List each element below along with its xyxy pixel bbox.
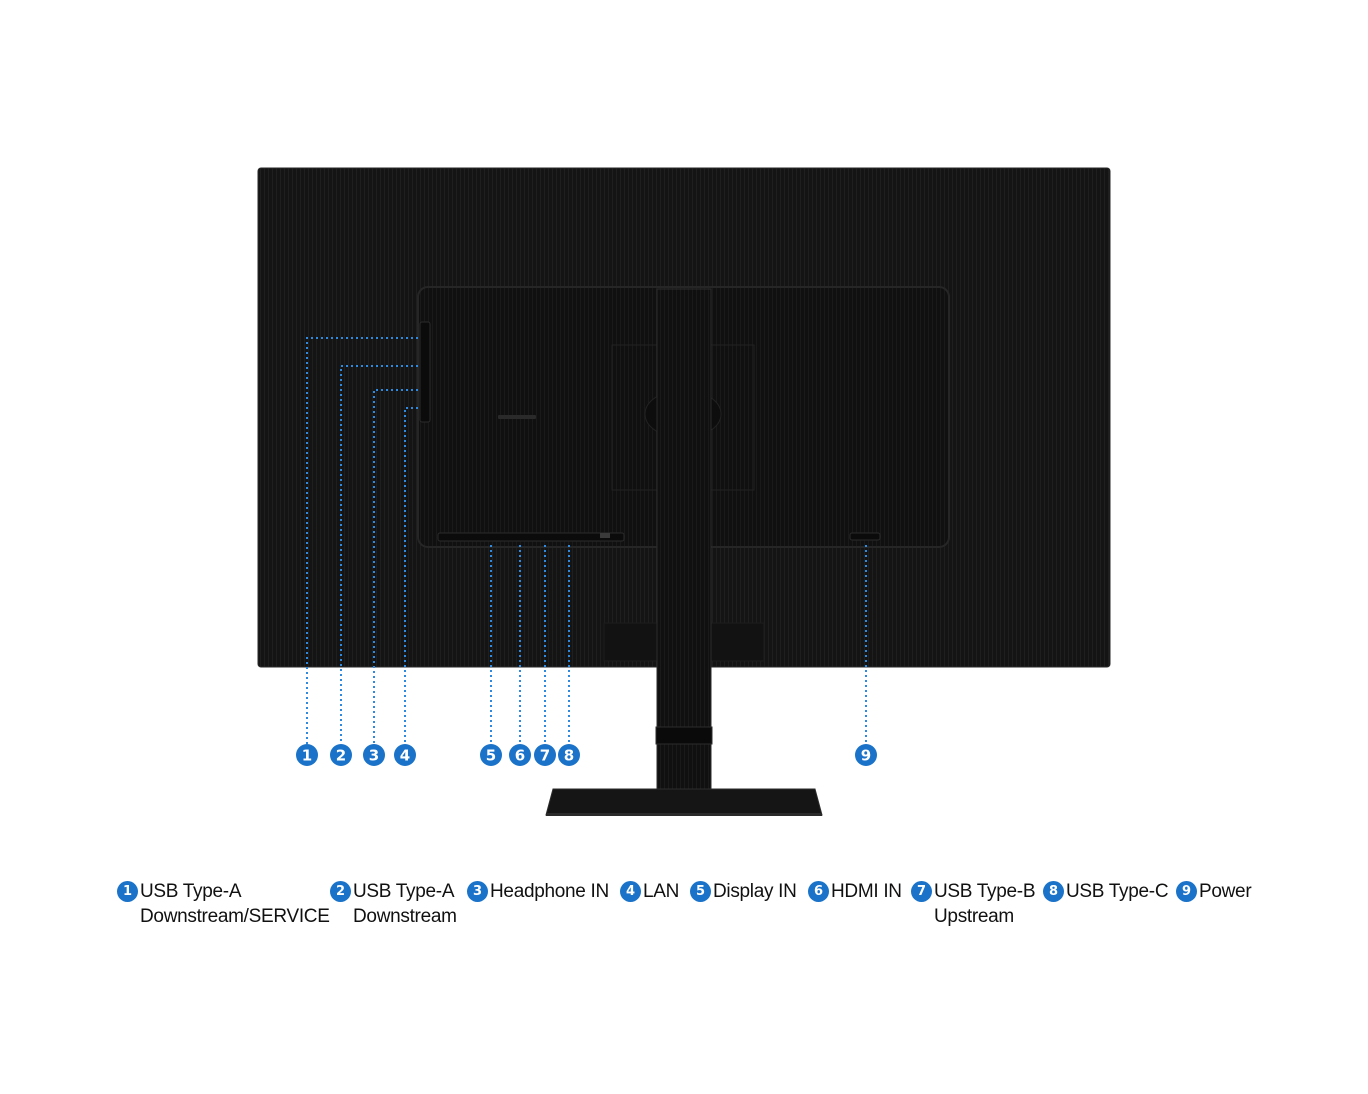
marker-9: 9 [855,744,877,766]
brand-logo [498,415,536,419]
leader-lines [306,337,867,744]
marker-6: 6 [509,744,531,766]
svg-text:9: 9 [861,747,871,765]
legend-badge: 7 [911,881,932,902]
marker-8: 8 [558,744,580,766]
stand-base [545,788,823,816]
legend-badge: 6 [808,881,829,902]
leader-line-3 [373,389,418,744]
svg-text:5: 5 [486,747,496,765]
marker-7: 7 [534,744,556,766]
svg-text:1: 1 [302,747,312,765]
legend-item-5: 5 Display IN [690,879,797,904]
legend-item-8: 8 USB Type-C [1043,879,1169,904]
power-port [849,532,881,541]
legend-label: USB Type-C [1066,881,1169,902]
legend-badge: 2 [330,881,351,902]
legend-label: Power [1199,881,1252,902]
legend-item-4: 4 LAN [620,879,679,904]
legend-badge: 8 [1043,881,1064,902]
svg-text:7: 7 [540,747,550,765]
stand-base-edge [546,813,822,816]
marker-3: 3 [363,744,385,766]
legend-badge: 4 [620,881,641,902]
bottom-port-strip [437,532,625,542]
marker-1: 1 [296,744,318,766]
svg-text:3: 3 [369,747,379,765]
legend-item-9: 9 Power [1176,879,1252,904]
legend-label: HDMI IN [831,881,902,902]
legend-badge: 3 [467,881,488,902]
legend-label: LAN [643,881,680,902]
marker-4: 4 [394,744,416,766]
legend-badge: 9 [1176,881,1197,902]
marker-5: 5 [480,744,502,766]
svg-text:6: 6 [515,747,525,765]
markers: 1 2 3 4 5 6 7 8 9 [296,744,877,766]
monitor-rear-diagram: 1 2 3 4 5 6 7 8 9 [257,167,1111,816]
leader-line-1 [306,337,418,744]
svg-text:8: 8 [564,747,574,765]
legend-item-3: 3 Headphone IN [467,879,609,904]
marker-2: 2 [330,744,352,766]
legend-badge: 5 [690,881,711,902]
legend-item-6: 6 HDMI IN [808,879,902,904]
svg-text:2: 2 [336,747,346,765]
side-port-strip [419,321,431,423]
legend-label: Display IN [713,881,797,902]
stand-collar [655,726,713,745]
leader-line-2 [340,365,418,744]
stand-neck [656,288,712,812]
svg-text:4: 4 [400,747,410,765]
port-block [600,533,610,538]
legend-label: Headphone IN [490,881,609,902]
leader-line-4 [404,407,418,744]
legend-badge: 1 [117,881,138,902]
